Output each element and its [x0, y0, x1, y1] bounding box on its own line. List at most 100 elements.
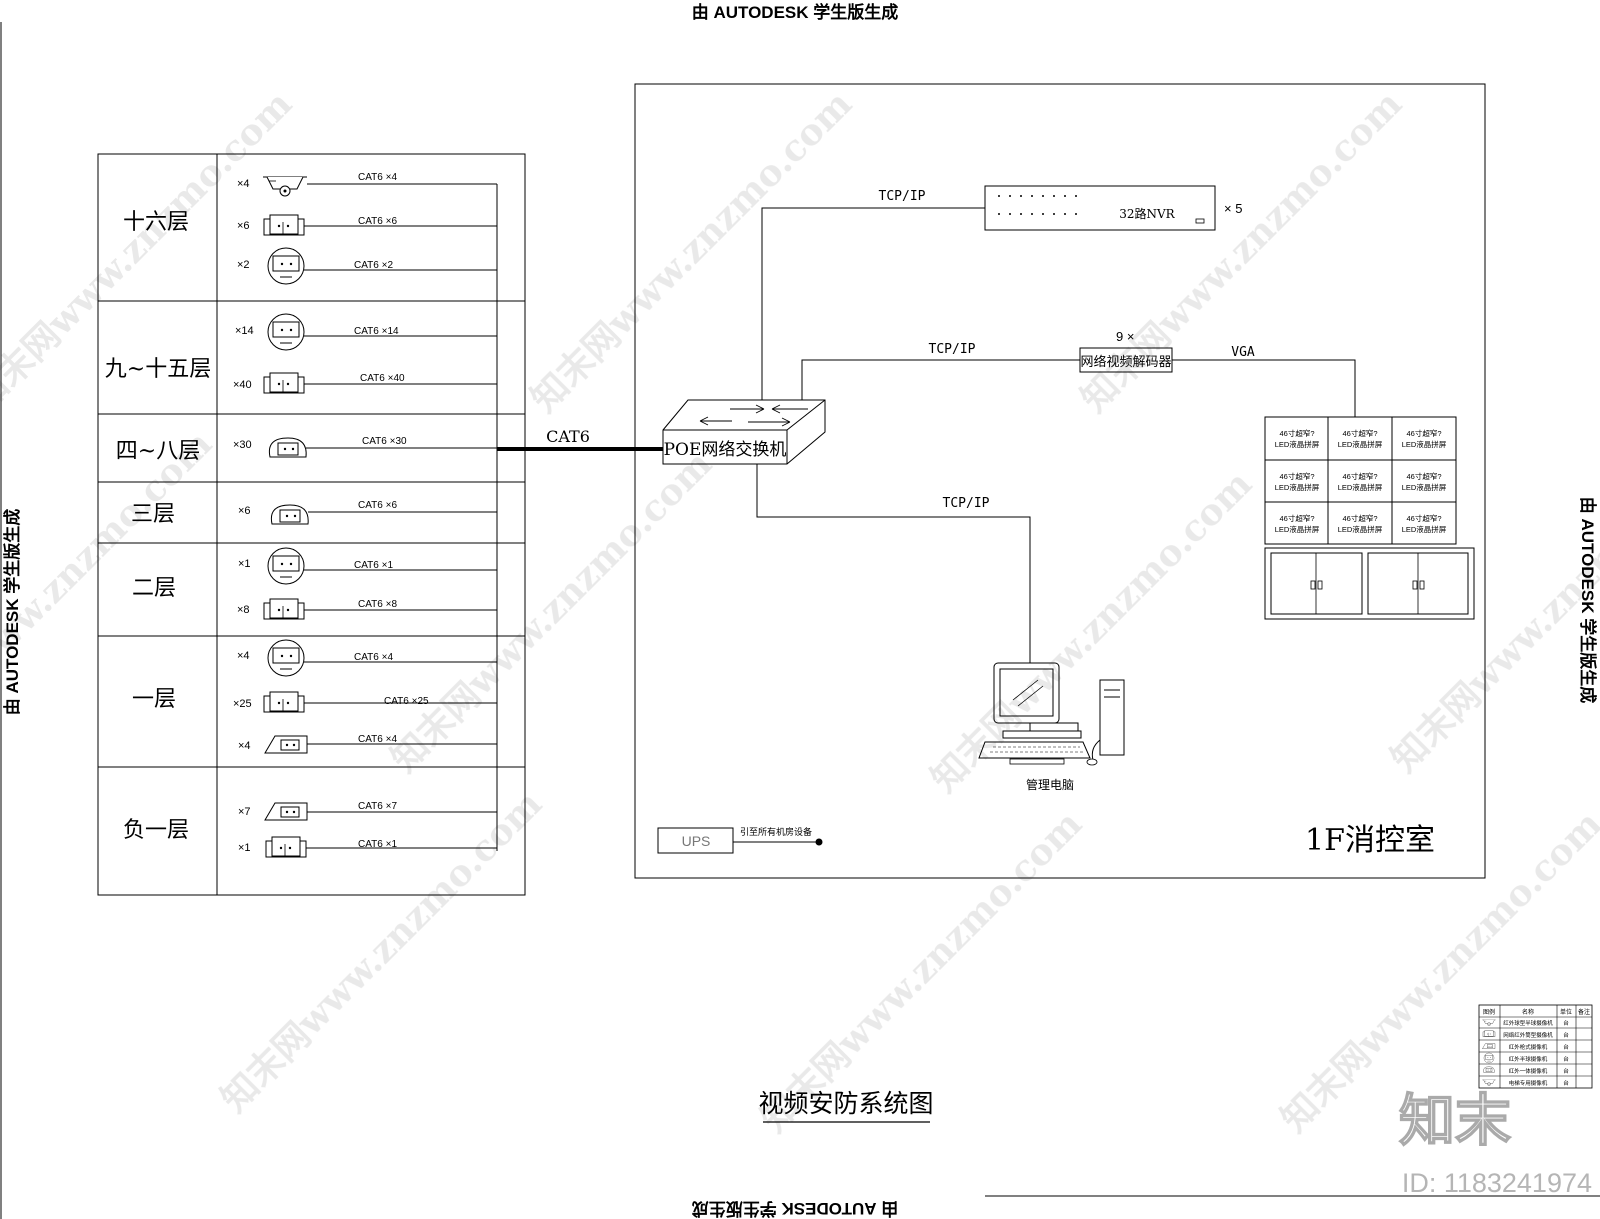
camera-row-1-1: ×4 CAT6 ×4	[237, 639, 497, 677]
round-camera-icon	[267, 247, 305, 285]
box-camera-icon	[263, 214, 305, 236]
cable-label: CAT6 ×4	[358, 734, 397, 745]
decoder-box	[1079, 347, 1173, 373]
svg-text:知末网www.znzmo.com: 知末网www.znzmo.com	[523, 83, 860, 420]
cable-label: CAT6 ×6	[358, 500, 397, 511]
round-camera-icon	[1483, 1052, 1495, 1064]
line-decoder-wall	[1172, 359, 1356, 417]
decoder-count: 9 ×	[1116, 329, 1134, 344]
control-room-box	[634, 83, 1486, 879]
svg-text:知末网www.znzmo.com: 知末网www.znzmo.com	[1073, 83, 1410, 420]
svg-text:46寸超窄?: 46寸超窄?	[1342, 471, 1377, 481]
svg-text:台: 台	[1563, 1055, 1569, 1063]
computer-icon	[978, 662, 1125, 766]
camera-count: ×6	[238, 505, 251, 517]
led-screen-1-1: 46寸超窄?LED液晶拼屏	[1275, 428, 1320, 449]
camera-count: ×4	[237, 178, 250, 190]
camera-count: ×40	[233, 379, 252, 391]
camera-count: ×25	[233, 698, 252, 710]
wedge-camera-icon	[264, 802, 308, 821]
camera-count: ×7	[238, 806, 251, 818]
camera-row-b1-1: ×7 CAT6 ×7	[238, 801, 497, 821]
legend-header-note: 备注	[1578, 1008, 1590, 1016]
cable-label: CAT6 ×7	[358, 801, 397, 812]
cable-label: CAT6 ×4	[354, 652, 393, 663]
poe-switch	[662, 399, 826, 465]
floor-label-3: 三层	[131, 502, 175, 527]
floor-label-9-15: 九~十五层	[105, 357, 211, 382]
svg-text:红外枪式摄像机: 红外枪式摄像机	[1509, 1043, 1548, 1051]
camera-row-2-1: ×1 CAT6 ×1	[238, 547, 497, 585]
svg-text:46寸超窄?: 46寸超窄?	[1279, 471, 1314, 481]
page-title: 视频安防系统图	[758, 1089, 933, 1118]
floor-label-4-8: 四~八层	[116, 439, 200, 464]
decoder-label: 网络视频解码器	[1080, 354, 1171, 370]
control-room-name: 1F消控室	[1305, 823, 1435, 858]
svg-text:网络红外筒型摄像机: 网络红外筒型摄像机	[1503, 1031, 1553, 1039]
cable-label: CAT6 ×6	[358, 216, 397, 227]
round-box-camera-icon	[1483, 1066, 1495, 1073]
vga-label: VGA	[1231, 345, 1255, 360]
camera-count: ×14	[235, 325, 254, 337]
camera-count: ×1	[238, 842, 251, 854]
cable-label: CAT6 ×4	[358, 172, 397, 183]
cable-label: CAT6 ×40	[360, 373, 405, 384]
line-switch-pc	[756, 464, 1031, 663]
svg-text:LED液晶拼屏: LED液晶拼屏	[1338, 524, 1383, 534]
svg-text:LED液晶拼屏: LED液晶拼屏	[1275, 482, 1320, 492]
camera-row-4-8-1: ×30 CAT6 ×30	[233, 436, 497, 458]
cable-label: CAT6 ×14	[354, 326, 399, 337]
wedge-camera-icon	[264, 735, 308, 754]
led-screen-3-3: 46寸超窄?LED液晶拼屏	[1402, 513, 1447, 534]
led-screen-1-2: 46寸超窄?LED液晶拼屏	[1338, 428, 1383, 449]
legend-row: 红外枪式摄像机 台	[1482, 1043, 1569, 1051]
cable-label: CAT6 ×2	[354, 260, 393, 271]
svg-text:台: 台	[1563, 1067, 1569, 1075]
svg-text:46寸超窄?: 46寸超窄?	[1406, 513, 1441, 523]
nvr-label: 32路NVR	[1119, 206, 1175, 221]
cable-label: CAT6 ×30	[362, 436, 407, 447]
camera-row-16-2: ×6 CAT6 ×6	[237, 214, 497, 236]
led-screen-2-2: 46寸超窄?LED液晶拼屏	[1338, 471, 1383, 492]
led-screen-1-3: 46寸超窄?LED液晶拼屏	[1402, 428, 1447, 449]
camera-row-1-2: ×25 CAT6 ×25	[233, 691, 497, 713]
line-switch-nvr	[761, 207, 985, 400]
cable-label: CAT6 ×1	[358, 839, 397, 850]
svg-text:台: 台	[1563, 1043, 1569, 1051]
camera-count: ×6	[237, 220, 250, 232]
svg-text:LED液晶拼屏: LED液晶拼屏	[1275, 524, 1320, 534]
svg-text:知末网www.znzmo.com: 知末网www.znzmo.com	[383, 443, 720, 780]
autodesk-watermark-top: 由 AUTODESK 学生版生成	[692, 2, 899, 22]
svg-text:LED液晶拼屏: LED液晶拼屏	[1402, 524, 1447, 534]
led-screen-2-1: 46寸超窄?LED液晶拼屏	[1275, 471, 1320, 492]
legend-table	[1478, 1004, 1593, 1089]
trunk-label: CAT6	[546, 427, 590, 446]
legend-header-unit: 单位	[1560, 1008, 1572, 1016]
svg-text:LED液晶拼屏: LED液晶拼屏	[1338, 439, 1383, 449]
box-camera-icon	[265, 836, 307, 858]
tcp-label-pc: TCP/IP	[943, 496, 990, 511]
svg-text:台: 台	[1563, 1079, 1569, 1087]
dome-camera-icon	[262, 176, 308, 197]
nvr-device	[984, 185, 1216, 231]
pc-label: 管理电脑	[1026, 777, 1074, 792]
legend-header-name: 名称	[1522, 1008, 1534, 1016]
camera-row-9-15-1: ×14 CAT6 ×14	[235, 313, 497, 351]
camera-row-16-3: ×2 CAT6 ×2	[237, 247, 497, 285]
camera-count: ×8	[237, 604, 250, 616]
nvr-count: × 5	[1224, 201, 1242, 216]
led-video-wall	[1264, 416, 1457, 545]
legend-row: 红外半球摄像机 台	[1483, 1052, 1569, 1064]
camera-count: ×4	[237, 650, 250, 662]
round-camera-icon	[267, 639, 305, 677]
led-screen-3-1: 46寸超窄?LED液晶拼屏	[1275, 513, 1320, 534]
floor-label-b1: 负一层	[123, 818, 189, 843]
svg-text:红外半球摄像机: 红外半球摄像机	[1509, 1055, 1548, 1063]
svg-text:LED液晶拼屏: LED液晶拼屏	[1402, 482, 1447, 492]
svg-text:46寸超窄?: 46寸超窄?	[1406, 428, 1441, 438]
round-camera-icon	[267, 547, 305, 585]
camera-row-1-3: ×4 CAT6 ×4	[238, 734, 497, 754]
autodesk-watermark-right: 由 AUTODESK 学生版生成	[1578, 497, 1598, 704]
svg-text:知末网www.znzmo.com: 知末网www.znzmo.com	[0, 423, 220, 760]
